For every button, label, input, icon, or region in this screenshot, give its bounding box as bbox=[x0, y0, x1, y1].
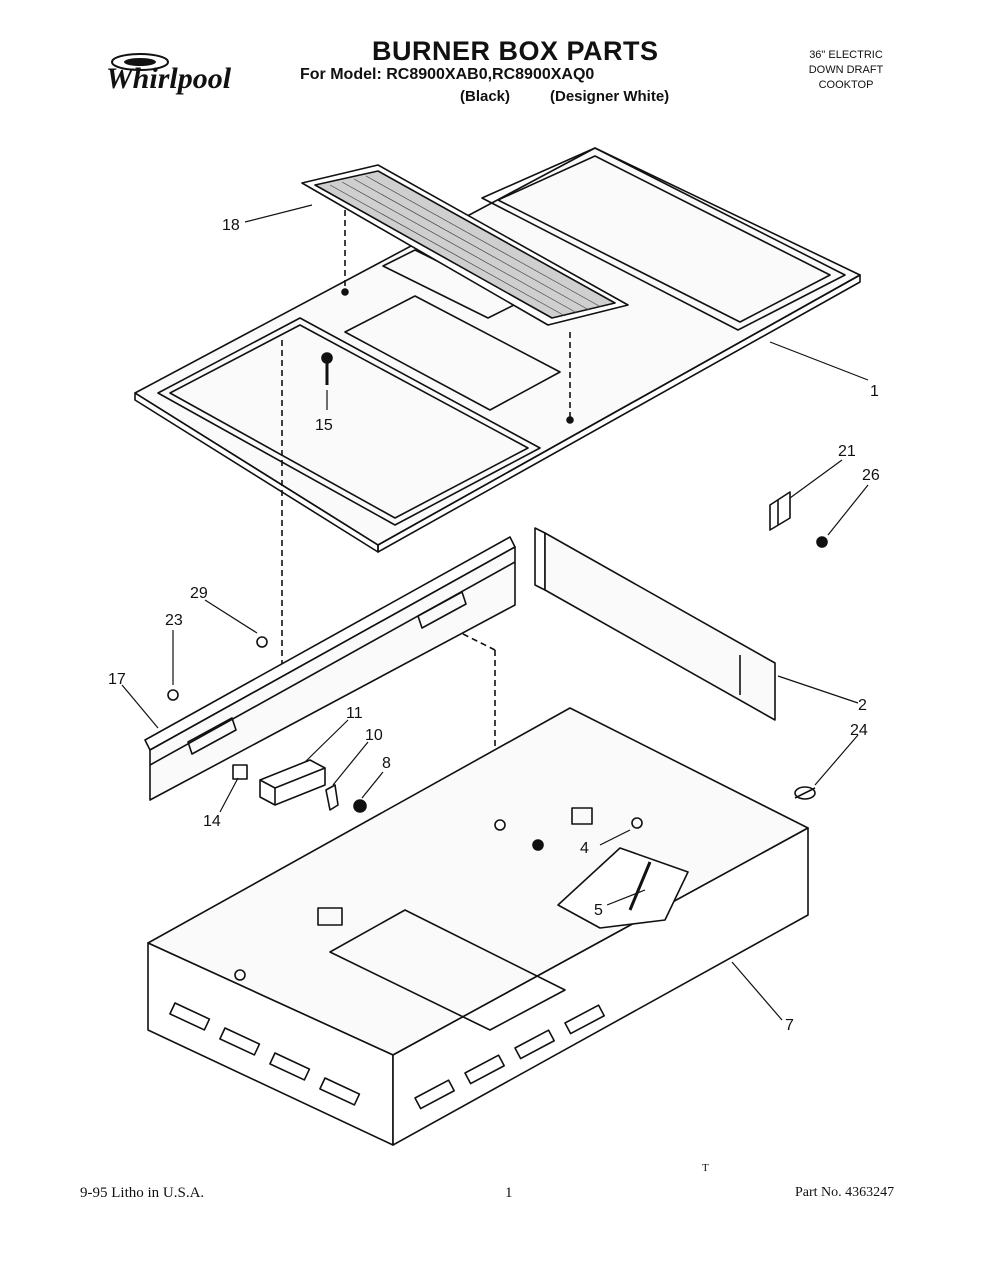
callout-14: 14 bbox=[203, 813, 221, 830]
callout-7: 7 bbox=[785, 1017, 794, 1034]
part-15-screw bbox=[321, 352, 333, 385]
part-10-bracket bbox=[325, 784, 339, 811]
finish-white-label: (Designer White) bbox=[550, 88, 670, 105]
page-number: 1 bbox=[505, 1185, 513, 1201]
part-8-nut bbox=[353, 799, 367, 813]
part-14-receptacle bbox=[232, 764, 248, 780]
callout-11: 11 bbox=[346, 705, 363, 722]
callout-8: 8 bbox=[382, 755, 391, 772]
part-2-rear-panel bbox=[534, 527, 776, 721]
callout-10: 10 bbox=[365, 727, 383, 744]
part-21-clip bbox=[769, 491, 791, 531]
product-type-line: DOWN DRAFT bbox=[808, 64, 884, 76]
product-type-line: COOKTOP bbox=[818, 79, 874, 91]
callout-15: 15 bbox=[315, 417, 333, 434]
part-29-clip bbox=[256, 636, 268, 648]
part-24-clip bbox=[794, 786, 816, 800]
model-line: For Model: RC8900XAB0,RC8900XAQ0 bbox=[300, 66, 595, 83]
footer-mark: T bbox=[702, 1162, 709, 1174]
part-17-front-bracket bbox=[144, 536, 516, 801]
part-26-screw bbox=[816, 536, 828, 548]
part-1-cooktop-frame bbox=[134, 147, 861, 553]
page-title: BURNER BOX PARTS bbox=[372, 36, 659, 66]
callout-24: 24 bbox=[850, 722, 868, 739]
callout-18: 18 bbox=[222, 217, 240, 234]
logo-wordmark: Whirlpool bbox=[106, 62, 232, 95]
callout-23: 23 bbox=[165, 612, 183, 629]
footer-part-number: Part No. 4363247 bbox=[795, 1185, 895, 1200]
callout-2: 2 bbox=[858, 697, 867, 714]
callout-21: 21 bbox=[838, 443, 856, 460]
product-type-line: 36" ELECTRIC bbox=[809, 49, 883, 61]
callout-26: 26 bbox=[862, 467, 880, 484]
callout-1: 1 bbox=[870, 383, 879, 400]
whirlpool-logo: Whirlpool bbox=[106, 53, 232, 95]
part-23-fastener bbox=[167, 689, 179, 701]
part-7-burner-box bbox=[147, 707, 809, 1146]
part-18-vent-grille bbox=[301, 164, 629, 424]
callout-29: 29 bbox=[190, 585, 208, 602]
part-11-switch-housing bbox=[259, 759, 326, 806]
callout-5: 5 bbox=[594, 902, 603, 919]
callout-17: 17 bbox=[108, 671, 126, 688]
footer-litho: 9-95 Litho in U.S.A. bbox=[80, 1185, 205, 1201]
callout-4: 4 bbox=[580, 840, 589, 857]
finish-black-label: (Black) bbox=[460, 88, 511, 105]
